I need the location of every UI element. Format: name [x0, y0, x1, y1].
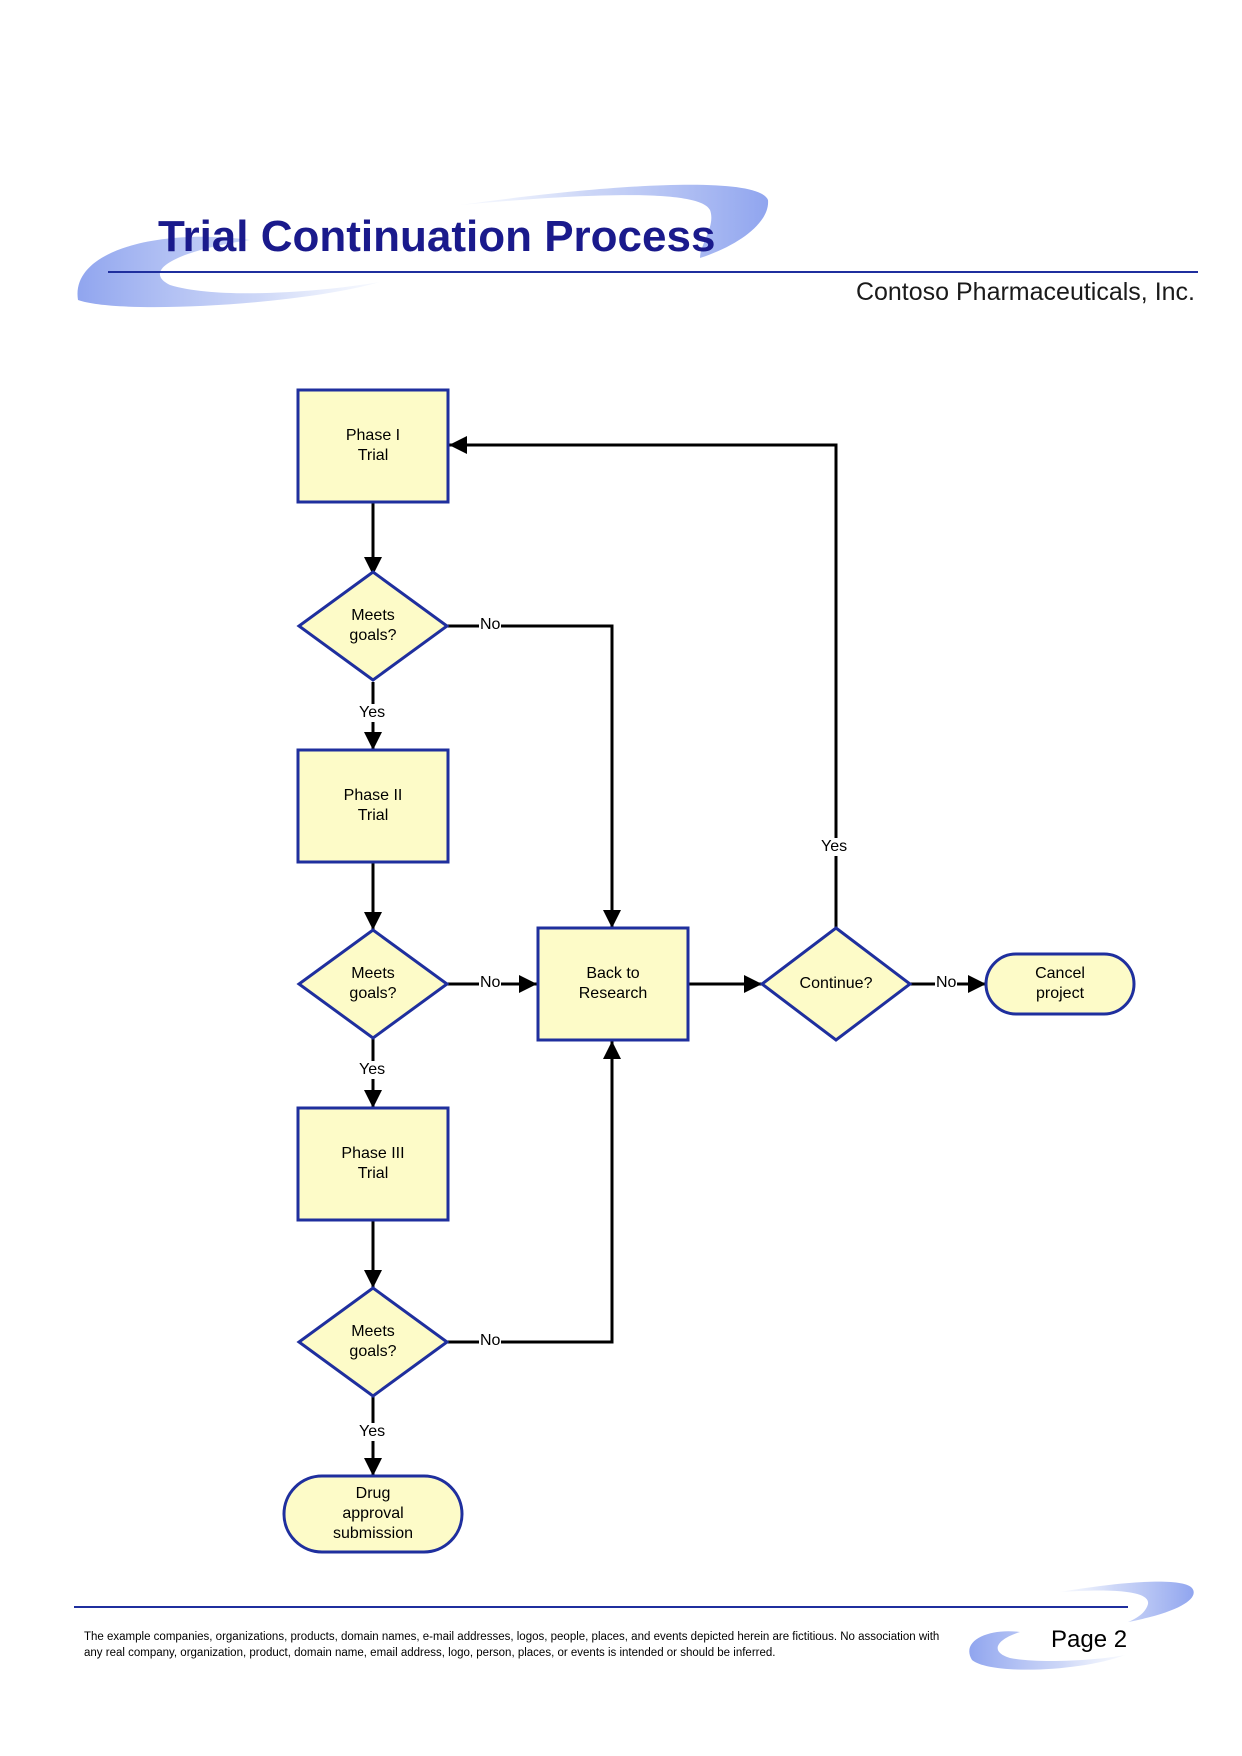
cancel-label: Cancel project: [1035, 965, 1085, 1002]
edge-label-continue-no: No: [935, 974, 958, 992]
edge-label-goals1-no: No: [479, 616, 502, 634]
page-number: Page 2: [1051, 1626, 1128, 1653]
connector-goals1-research: [447, 624, 621, 928]
connectors: [364, 436, 986, 1476]
continue-label: Continue?: [799, 975, 873, 992]
drug-approval-terminator: [282, 1474, 464, 1554]
edge-label-goals3-yes: Yes: [358, 1423, 387, 1441]
goals3-diamond: [296, 1286, 450, 1398]
phase1-box: [296, 388, 450, 504]
research-label: Back to Research: [578, 965, 648, 1002]
goals1-label: Meets goals?: [349, 607, 397, 644]
edge-label-goals2-no: No: [479, 974, 502, 992]
connector-continue-phase1: [449, 436, 838, 928]
goals2-diamond: [296, 928, 450, 1040]
drug-approval-label: Drug approval submission: [332, 1485, 414, 1542]
goals2-label: Meets goals?: [349, 965, 397, 1002]
page-title: Trial Continuation Process: [158, 212, 716, 261]
phase2-label: Phase II Trial: [343, 787, 403, 824]
goals1-diamond: [296, 570, 450, 682]
company-name: Contoso Pharmaceuticals, Inc.: [855, 278, 1195, 306]
edge-label-goals1-yes: Yes: [358, 704, 387, 722]
edge-label-goals3-no: No: [479, 1332, 502, 1350]
header-swoosh-decoration: [77, 184, 769, 308]
continue-diamond: [759, 926, 913, 1042]
footer-disclaimer: The example companies, organizations, pr…: [84, 1631, 940, 1659]
phase2-box: [296, 748, 450, 864]
phase1-label: Phase I Trial: [345, 427, 401, 464]
connector-goals3-research: [447, 1041, 621, 1344]
edge-label-goals2-yes: Yes: [358, 1061, 387, 1079]
edge-label-continue-yes: Yes: [820, 838, 849, 856]
phase3-label: Phase III Trial: [341, 1145, 405, 1182]
nodes: [282, 388, 1136, 1554]
cancel-terminator: [984, 952, 1136, 1016]
footer-swoosh-decoration: [969, 1581, 1194, 1670]
research-box: [536, 926, 690, 1042]
phase3-box: [296, 1106, 450, 1222]
goals3-label: Meets goals?: [349, 1323, 397, 1360]
